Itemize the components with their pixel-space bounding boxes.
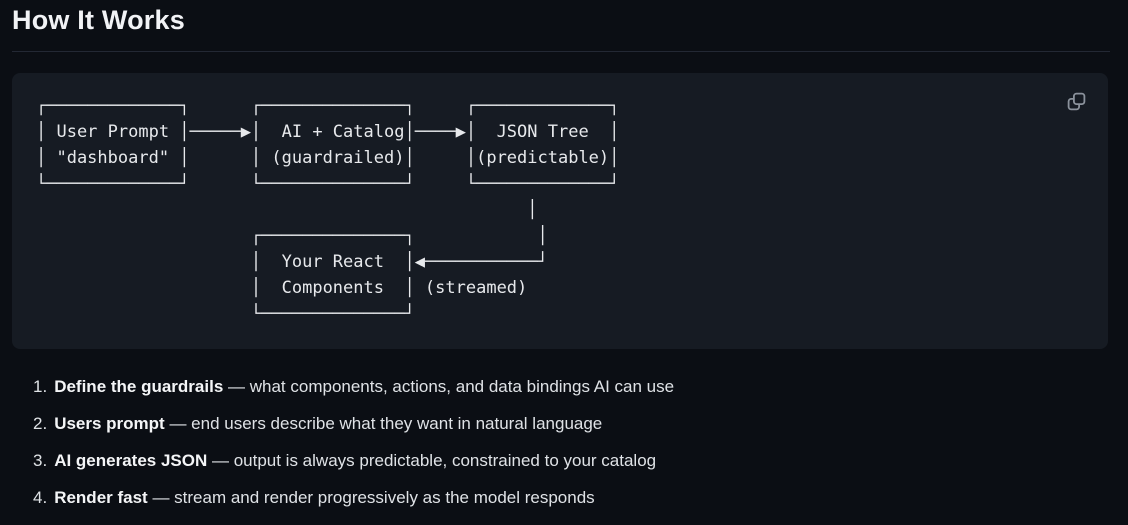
step-description: — end users describe what they want in n… (164, 414, 603, 433)
copy-icon (1067, 92, 1085, 110)
step-title: Users prompt (54, 414, 165, 433)
page-title: How It Works (12, 5, 185, 35)
step-number: 1. (33, 377, 48, 396)
code-block: ┌─────────────┐ ┌──────────────┐ ┌──────… (12, 73, 1108, 349)
copy-button[interactable] (1062, 87, 1090, 115)
divider (12, 51, 1110, 52)
step-description: — what components, actions, and data bin… (223, 377, 675, 396)
list-item-step-4: 4. Render fast — stream and render progre… (33, 485, 1116, 511)
step-number: 3. (33, 451, 48, 470)
step-title: Define the guardrails (54, 377, 224, 396)
list-item-step-3: 3. AI generates JSON — output is always p… (33, 448, 1116, 474)
steps-list: 1. Define the guardrails — what component… (12, 374, 1116, 511)
step-number: 4. (33, 488, 48, 507)
list-item-step-2: 2. Users prompt — end users describe what… (33, 411, 1116, 437)
step-number: 2. (33, 414, 48, 433)
step-title: Render fast (54, 488, 148, 507)
ascii-diagram: ┌─────────────┐ ┌──────────────┐ ┌──────… (36, 96, 620, 324)
list-item-step-1: 1. Define the guardrails — what component… (33, 374, 1116, 400)
step-description: — stream and render progressively as the… (147, 488, 595, 507)
step-description: — output is always predictable, constrai… (207, 451, 657, 470)
step-title: AI generates JSON (54, 451, 208, 470)
